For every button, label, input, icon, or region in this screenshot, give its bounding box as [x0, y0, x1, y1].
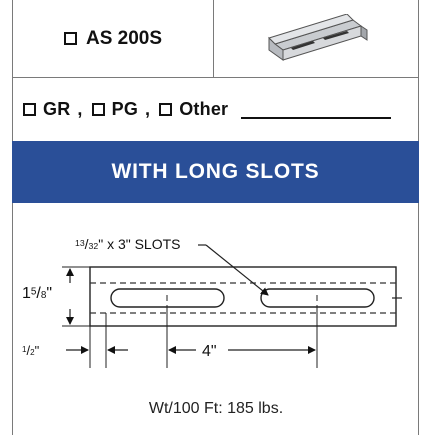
channel-outline — [89, 266, 397, 327]
finish-option-pg[interactable]: PG, — [91, 99, 160, 120]
weight-label: Wt/100 Ft: 185 lbs. — [148, 400, 284, 417]
slot-size-label: 13/32" x 3" SLOTS — [75, 236, 181, 252]
separator: , — [145, 99, 151, 119]
checkbox-icon[interactable] — [63, 32, 77, 45]
finish-option-gr[interactable]: GR, — [23, 99, 92, 120]
height-numerator: 5 — [30, 286, 37, 298]
edge-unit: " — [34, 343, 40, 358]
slot-width-denominator: 32 — [88, 241, 99, 251]
height-label: 15/8" — [22, 285, 53, 302]
finish-label-other: Other — [179, 99, 229, 119]
height-denominator: 8 — [40, 290, 47, 301]
finish-option-other[interactable]: Other — [159, 99, 392, 120]
product-image-cell — [214, 0, 418, 77]
checkbox-icon[interactable] — [159, 103, 173, 116]
height-unit: " — [46, 285, 53, 302]
slot-size-arrow — [205, 244, 269, 296]
model-header-row: AS 200S — [12, 0, 419, 78]
slot-width-numerator: 13 — [75, 237, 85, 248]
section-banner: WITH LONG SLOTS — [12, 141, 419, 203]
checkbox-icon[interactable] — [23, 103, 36, 116]
model-cell: AS 200S — [13, 0, 214, 77]
model-option[interactable]: AS 200S — [63, 27, 163, 50]
slot-spacing-label: 4" — [198, 343, 221, 361]
finish-options-row: GR, PG, Other — [12, 78, 419, 141]
banner-title: WITH LONG SLOTS — [111, 160, 320, 183]
edge-distance-label: 1/2" — [22, 343, 40, 358]
edge-numerator: 1 — [22, 345, 27, 355]
edge-denominator: 2 — [30, 348, 35, 357]
finish-label-pg: PG — [111, 99, 139, 119]
channel-strut-icon — [268, 13, 368, 61]
checkbox-icon[interactable] — [91, 103, 105, 116]
slot-size-rest: " x 3" SLOTS — [98, 236, 181, 252]
model-label: AS 200S — [85, 27, 163, 49]
separator: , — [77, 99, 83, 119]
height-whole: 1 — [22, 285, 31, 302]
drawing-panel — [12, 203, 419, 435]
finish-label-gr: GR — [43, 99, 71, 119]
other-fill-in-line[interactable] — [241, 101, 392, 119]
